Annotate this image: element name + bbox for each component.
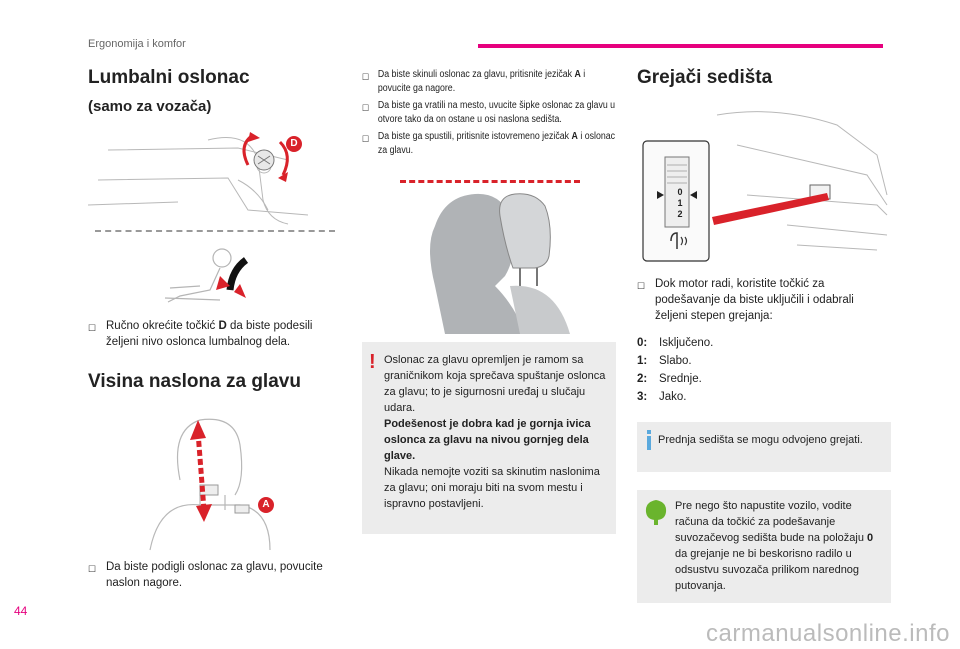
heat-level-0: 0:Isključeno. bbox=[637, 337, 714, 349]
heated-seat-illustration bbox=[642, 111, 888, 262]
lumbar-instruction: ☐ Ručno okrećite točkić D da biste podes… bbox=[88, 320, 313, 348]
lumbar-posture-illustration bbox=[164, 248, 249, 303]
page-number: 44 bbox=[14, 604, 28, 618]
headrest-note-refit: ☐ Da biste ga vratili na mesto, uvucite … bbox=[362, 100, 616, 125]
info-box bbox=[637, 422, 891, 472]
checkbox-marker-icon: ☐ bbox=[362, 72, 370, 82]
lumbar-knob-icon bbox=[253, 149, 275, 171]
checkbox-marker-icon: ☐ bbox=[88, 564, 97, 574]
checkbox-marker-icon: ☐ bbox=[362, 103, 370, 113]
eco-leaf-icon bbox=[645, 500, 667, 525]
eco-text: Pre nego što napustite vozilo, vodite ra… bbox=[675, 500, 874, 592]
heat-dial-labels: 0 1 2 bbox=[677, 187, 683, 219]
headrest-height-title: Visina naslona za glavu bbox=[88, 371, 301, 392]
warning-box bbox=[362, 342, 616, 534]
heat-level-1: 1:Slabo. bbox=[637, 355, 692, 367]
separator-dashed bbox=[95, 230, 335, 232]
headrest-note-remove: ☐ Da biste skinuli oslonac za glavu, pri… bbox=[362, 69, 586, 94]
badge-a: A bbox=[258, 497, 274, 513]
watermark: carmanualsonline.info bbox=[706, 620, 950, 647]
exclamation-icon: ! bbox=[369, 351, 376, 373]
lumbar-subtitle: (samo za vozača) bbox=[88, 98, 212, 115]
headrest-notes-list: ☐ Da biste skinuli oslonac za glavu, pri… bbox=[362, 68, 618, 158]
headrest-adjust-illustration bbox=[149, 418, 271, 551]
checkbox-marker-icon: ☐ bbox=[88, 323, 97, 333]
warning-text: Oslonac za glavu opremljen je ramom sa g… bbox=[384, 354, 606, 510]
badge-d: D bbox=[286, 136, 302, 152]
heat-level-2: 2:Srednje. bbox=[637, 373, 702, 385]
headrest-height-instruction: ☐ Da biste podigli oslonac za glavu, pov… bbox=[88, 561, 323, 589]
heated-seats-title: Grejači sedišta bbox=[637, 67, 773, 88]
heat-level-3: 3:Jako. bbox=[637, 391, 687, 403]
checkbox-marker-icon: ☐ bbox=[362, 134, 370, 144]
head-position-illustration bbox=[430, 193, 570, 334]
heat-levels-list: 0:Isključeno. 1:Slabo. 2:Srednje. 3:Jako… bbox=[637, 334, 887, 406]
checkbox-marker-icon: ☐ bbox=[637, 281, 646, 291]
eco-box bbox=[637, 490, 891, 603]
lumbar-seat-illustration bbox=[88, 132, 309, 225]
head-level-line bbox=[400, 180, 580, 183]
header-accent-line bbox=[478, 44, 883, 48]
headrest-note-lower: ☐ Da biste ga spustili, pritisnite istov… bbox=[362, 131, 616, 156]
info-text: Prednja sedišta se mogu odvojeno grejati… bbox=[658, 434, 863, 446]
seat-heat-icon bbox=[670, 232, 688, 249]
section-header: Ergonomija i komfor bbox=[88, 38, 186, 50]
heated-instruction: ☐ Dok motor radi, koristite točkić za po… bbox=[637, 278, 854, 322]
info-icon bbox=[647, 430, 651, 450]
lumbar-title: Lumbalni oslonac bbox=[88, 67, 250, 88]
